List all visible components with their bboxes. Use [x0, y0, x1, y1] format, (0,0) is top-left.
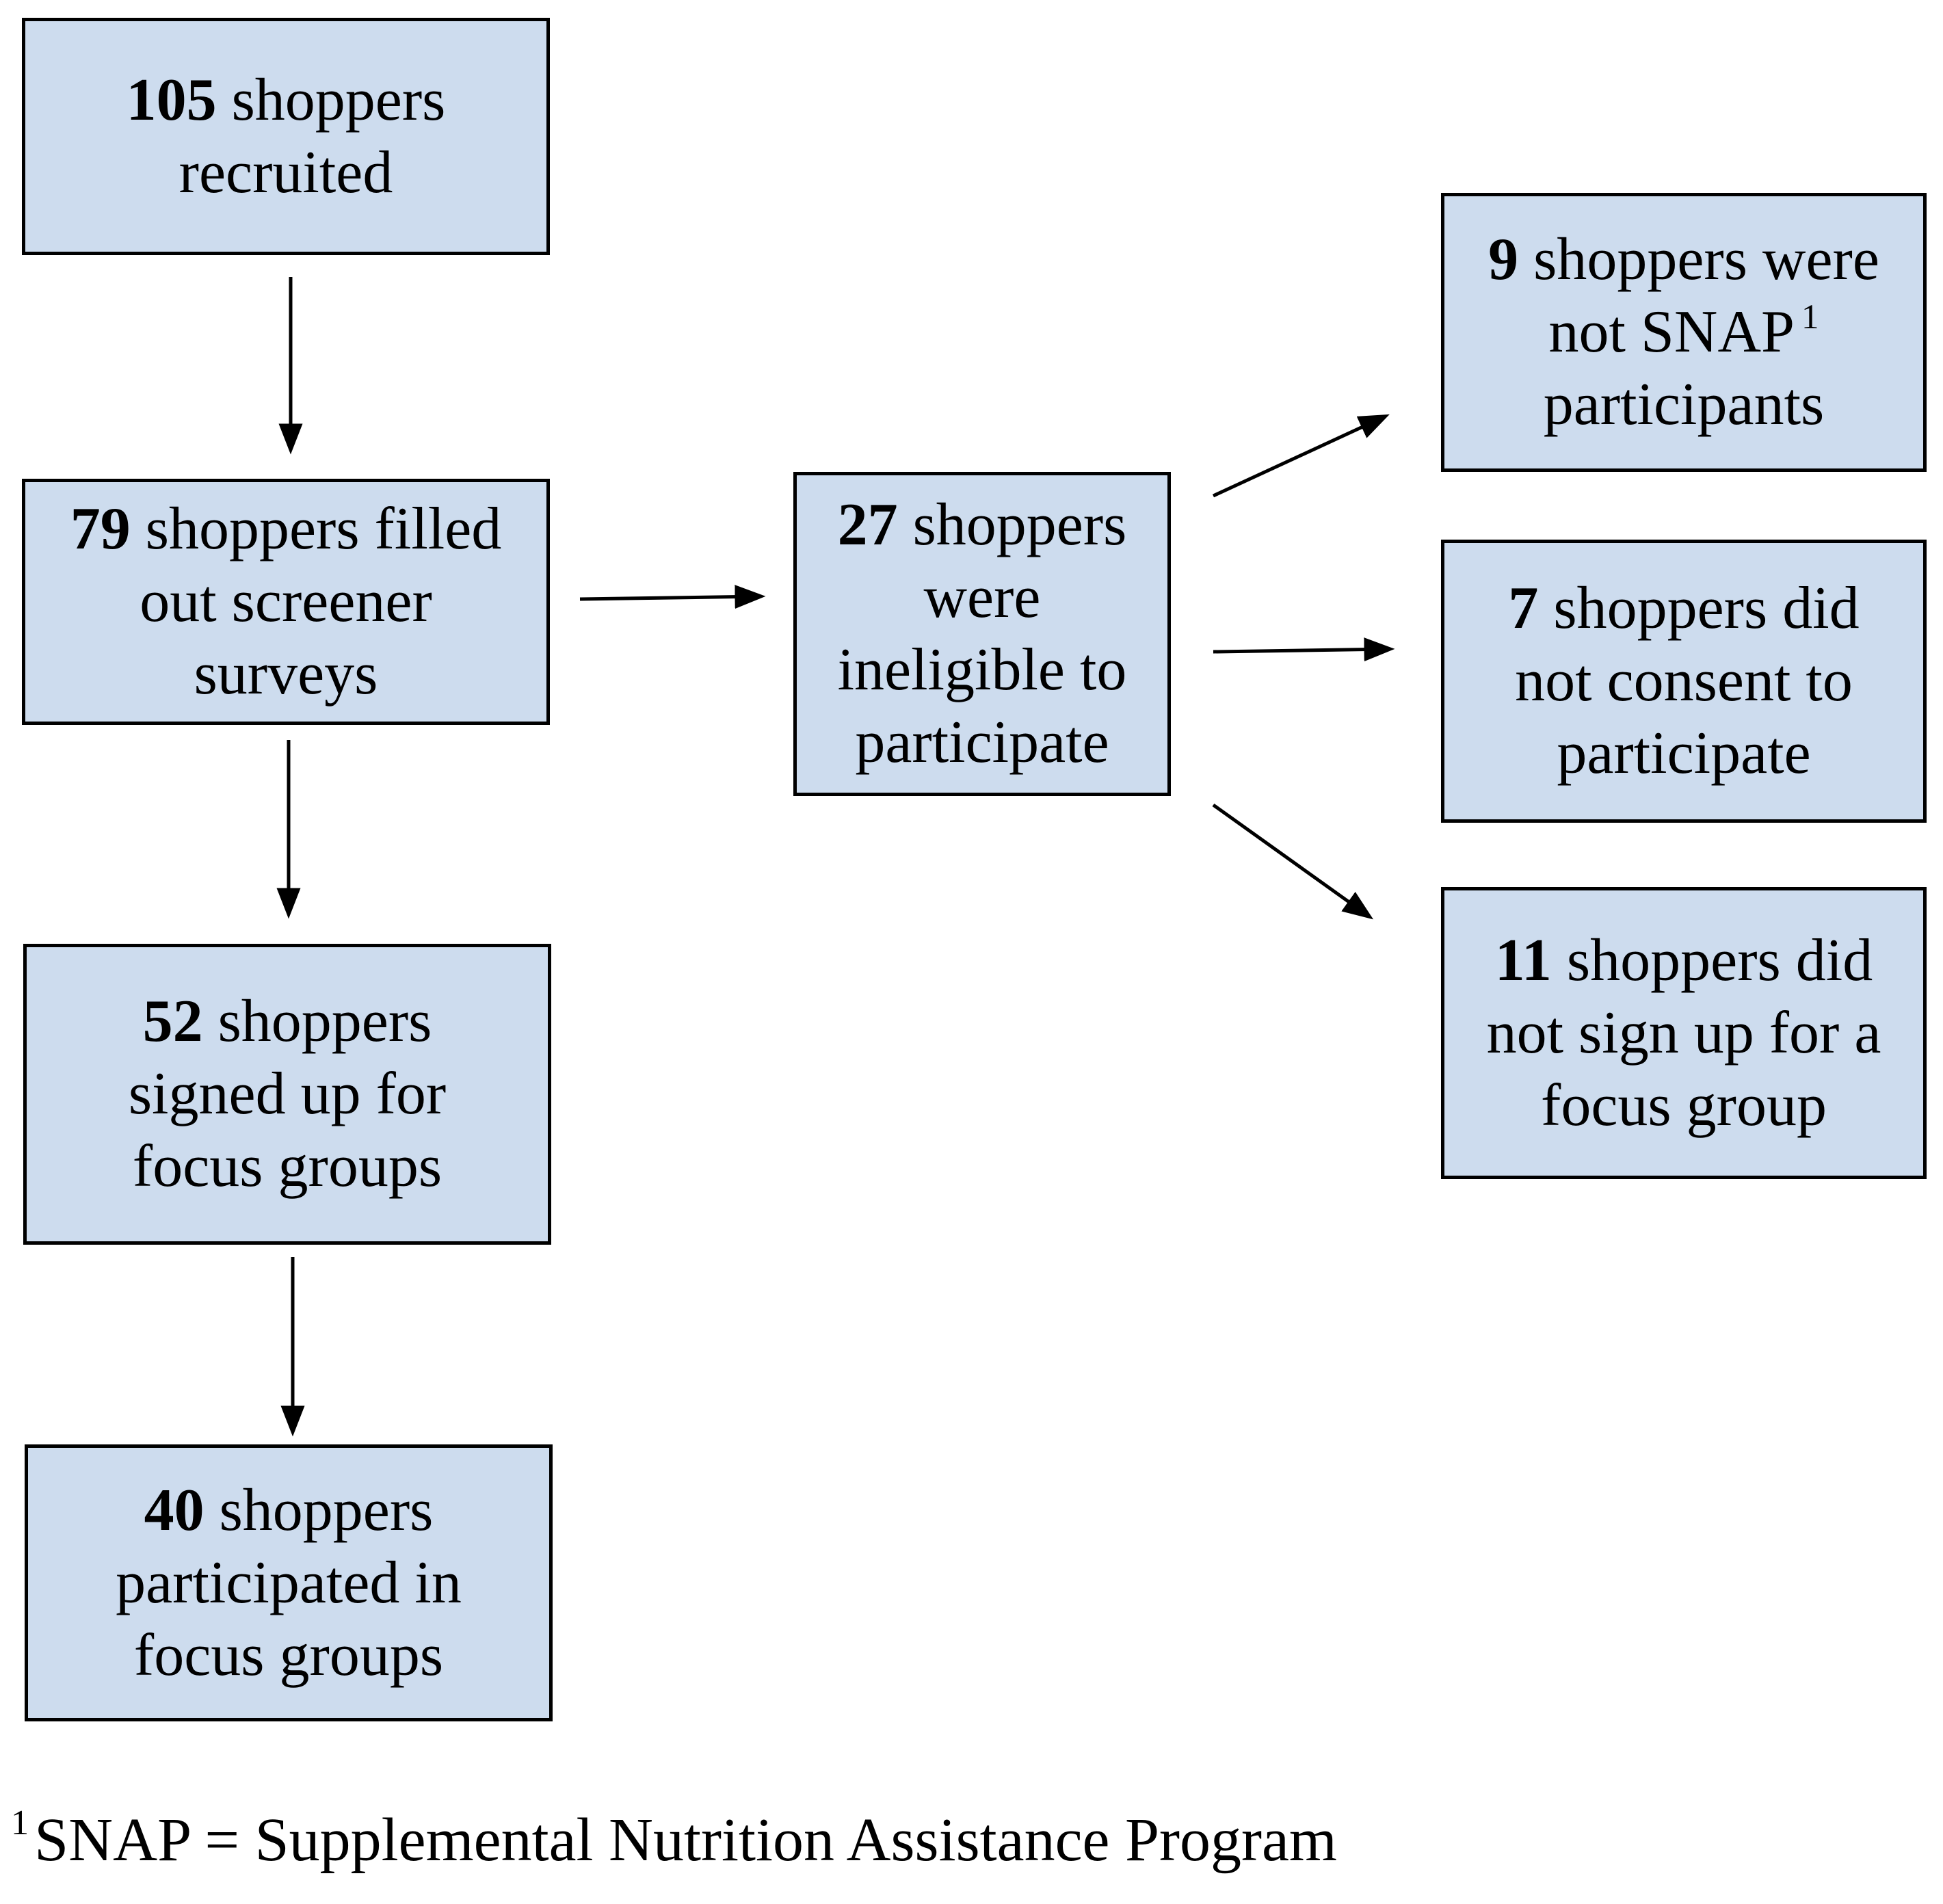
- count: 9: [1488, 226, 1519, 293]
- box-text-line: 9 shoppers were: [1488, 226, 1879, 293]
- count: 27: [837, 492, 898, 558]
- count: 40: [144, 1477, 204, 1544]
- count: 11: [1494, 927, 1552, 994]
- box-text-line: participate: [855, 709, 1109, 776]
- box-text-line: 11 shoppers did: [1494, 927, 1873, 994]
- snap-footnote-marker: 1: [1801, 298, 1819, 336]
- box-text-line: focus groups: [132, 1133, 442, 1200]
- box-text-line: 52 shoppers: [142, 988, 432, 1055]
- flow-box-screener-surveys: 79 shoppers filled out screener surveys: [22, 479, 550, 725]
- box-text-line: focus group: [1541, 1072, 1827, 1139]
- flow-box-ineligible: 27 shoppers were ineligible to participa…: [793, 472, 1171, 796]
- box-text-line: were: [923, 564, 1041, 631]
- box-text-line: 7 shoppers did: [1508, 575, 1860, 642]
- count: 7: [1508, 575, 1539, 642]
- box-text-line: 79 shoppers filled: [70, 496, 502, 562]
- arrow-ineligible-to-nosignup: [1212, 803, 1374, 920]
- box-text-line: signed up for: [128, 1061, 447, 1127]
- box-text-line: recruited: [179, 139, 393, 206]
- box-text-line: surveys: [194, 641, 378, 707]
- footnote-text: SNAP = Supplemental Nutrition Assistance…: [34, 1806, 1337, 1874]
- flow-box-recruited: 105 shoppers recruited: [22, 18, 550, 255]
- box-text-line: focus groups: [133, 1622, 444, 1689]
- arrow-screener-to-ineligible: [579, 585, 766, 609]
- box-text-line: not consent to: [1515, 648, 1853, 714]
- box-text-line: 40 shoppers: [144, 1477, 434, 1544]
- arrow-ineligible-to-noconsent: [1213, 637, 1395, 662]
- flow-box-no-signup: 11 shoppers did not sign up for a focus …: [1441, 887, 1927, 1179]
- box-text-line: participated in: [116, 1549, 462, 1616]
- box-text-line: ineligible to: [837, 637, 1127, 703]
- box-text-line: 105 shoppers: [126, 66, 446, 133]
- count: 105: [126, 66, 217, 133]
- footnote-marker: 1: [11, 1803, 29, 1842]
- snap-footnote: 1SNAP = Supplemental Nutrition Assistanc…: [11, 1803, 1337, 1878]
- count: 52: [142, 988, 203, 1055]
- box-text-line: 27 shoppers: [837, 492, 1127, 558]
- box-text-line: not sign up for a: [1486, 999, 1881, 1066]
- flow-box-signed-up: 52 shoppers signed up for focus groups: [23, 944, 551, 1245]
- box-text-line: participate: [1557, 720, 1811, 786]
- box-text-line: out screener: [140, 568, 432, 635]
- box-text-line: participants: [1543, 371, 1825, 438]
- arrow-ineligible-to-notsnap: [1212, 414, 1390, 498]
- flow-box-no-consent: 7 shoppers did not consent to participat…: [1441, 540, 1927, 823]
- flow-box-participated: 40 shoppers participated in focus groups: [25, 1444, 553, 1721]
- count: 79: [70, 496, 131, 562]
